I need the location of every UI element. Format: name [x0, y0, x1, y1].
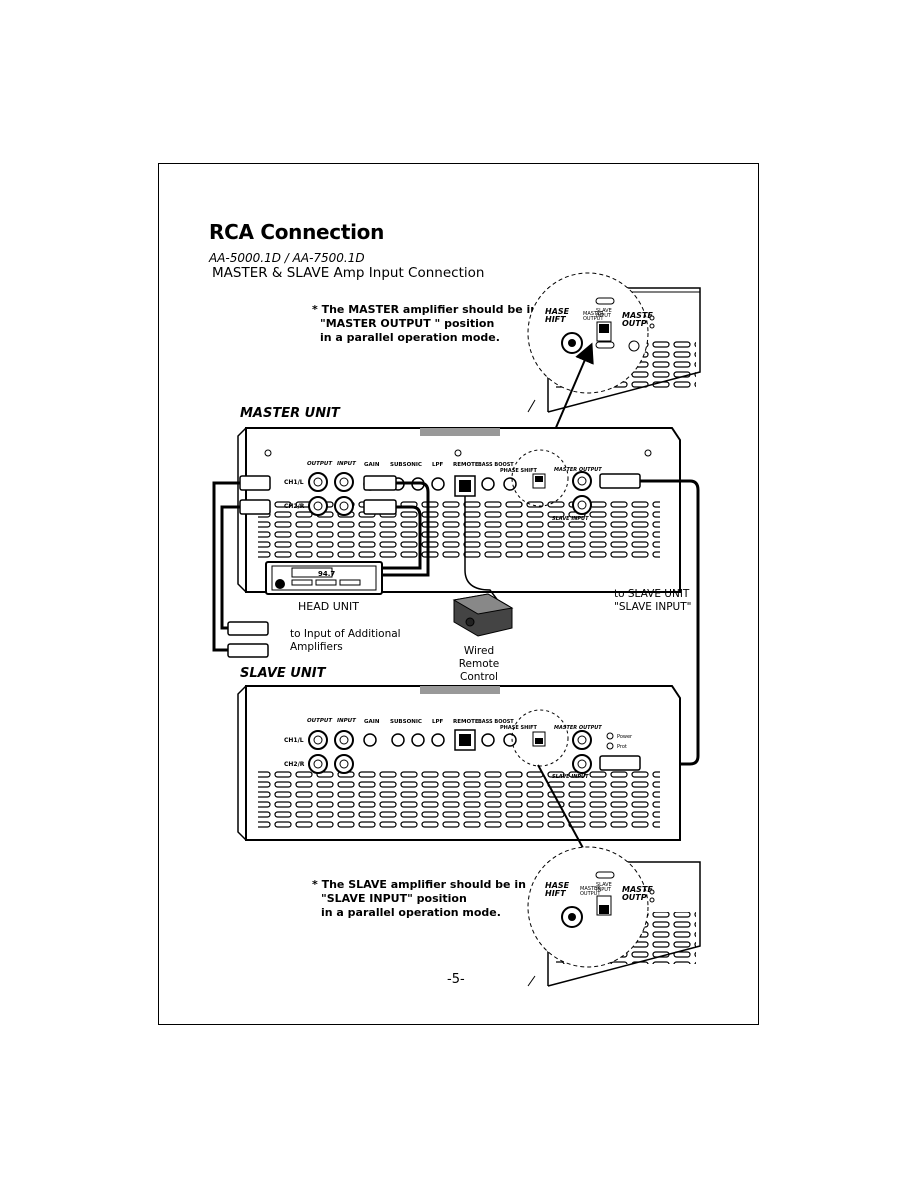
slave-remote-label: REMOTE: [453, 719, 479, 725]
master-bass-label: BASS BOOST: [478, 462, 514, 468]
master-note-line1: * The MASTER amplifier should be in: [312, 303, 539, 316]
slave-ch2-label: CH2/R: [284, 761, 305, 768]
master-zoom-detail: HASE HIFT SLAVE INPUT MASTER OUTPUT MAST…: [527, 272, 701, 413]
to-slave-label: to SLAVE UNIT "SLAVE INPUT": [614, 588, 691, 614]
svg-text:HIFT: HIFT: [545, 315, 566, 324]
wired-remote-line2: Remote: [458, 658, 500, 670]
svg-text:HIFT: HIFT: [545, 889, 566, 898]
additional-amp-plugs: [227, 621, 269, 658]
slave-input-label: INPUT: [337, 718, 357, 724]
to-slave-line2: "SLAVE INPUT": [614, 601, 692, 613]
svg-text:MASTE: MASTE: [622, 885, 653, 894]
master-cables: [212, 479, 700, 766]
svg-text:OUTPUT: OUTPUT: [580, 891, 601, 897]
wired-remote-line1: Wired: [463, 645, 495, 657]
slave-prot-label: Prot: [617, 744, 627, 750]
wired-remote-line3: Control: [460, 671, 498, 683]
to-slave-line1: to SLAVE UNIT: [614, 588, 690, 600]
master-amp: [237, 427, 681, 593]
model-numbers: AA-5000.1D / AA-7500.1D: [209, 251, 365, 265]
slave-unit-label: SLAVE UNIT: [240, 666, 326, 681]
svg-text:OUTP: OUTP: [622, 319, 647, 328]
svg-text:SLAVE: SLAVE: [596, 882, 612, 888]
slave-masteroutput-label: MASTER OUTPUT: [554, 725, 602, 731]
wired-remote-label: Wired Remote Control: [456, 645, 502, 684]
master-input-label: INPUT: [337, 461, 357, 467]
slave-bass-label: BASS BOOST: [478, 719, 514, 725]
page-frame: [158, 163, 759, 1025]
master-slaveinput-label: SLAVE INPUT: [552, 516, 589, 522]
slave-phase-label: PHASE SHIFT: [500, 725, 538, 731]
master-output-label: OUTPUT: [307, 461, 333, 467]
slave-zoom-detail: HASE HIFT SLAVE INPUT MASTER OUTPUT MAST…: [527, 846, 701, 987]
additional-amps-line2: Amplifiers: [290, 641, 343, 653]
radio-frequency: 94.7: [318, 570, 335, 578]
master-remote-label: REMOTE: [453, 462, 479, 468]
master-masteroutput-label: MASTER OUTPUT: [554, 467, 602, 473]
master-ch1-label: CH1/L: [284, 479, 304, 486]
additional-amps-line1: to Input of Additional: [290, 628, 401, 640]
slave-subsonic-label: SUBSONIC: [390, 719, 422, 725]
svg-text:SLAVE: SLAVE: [596, 308, 612, 314]
wired-remote: [452, 593, 514, 637]
master-subsonic-label: SUBSONIC: [390, 462, 422, 468]
svg-text:OUTP: OUTP: [622, 893, 647, 902]
master-unit-label: MASTER UNIT: [240, 406, 340, 421]
slave-amp: [237, 685, 681, 841]
master-ch2-label: CH2/R: [284, 503, 305, 510]
head-unit-label: HEAD UNIT: [298, 600, 359, 613]
additional-amps-label: to Input of Additional Amplifiers: [290, 628, 401, 654]
slave-gain-label: GAIN: [364, 719, 380, 725]
head-unit: [265, 561, 383, 595]
slave-power-label: Power: [617, 734, 633, 740]
svg-text:MASTER: MASTER: [580, 886, 601, 892]
master-lpf-label: LPF: [432, 462, 444, 468]
slave-note-line3: in a parallel operation mode.: [321, 906, 501, 919]
remote-cable: [464, 496, 506, 611]
master-gain-label: GAIN: [364, 462, 380, 468]
slave-lpf-label: LPF: [432, 719, 444, 725]
slave-output-label: OUTPUT: [307, 718, 333, 724]
master-note: * The MASTER amplifier should be in "MAS…: [312, 303, 538, 345]
slave-slaveinput-label: SLAVE INPUT: [552, 774, 589, 780]
page-number: -5-: [447, 972, 465, 987]
slave-note-line1: * The SLAVE amplifier should be in: [312, 878, 526, 891]
slave-note: * The SLAVE amplifier should be in "SLAV…: [312, 878, 526, 920]
svg-text:OUTPUT: OUTPUT: [583, 316, 604, 322]
svg-text:INPUT: INPUT: [596, 313, 612, 319]
master-note-line2: "MASTER OUTPUT " position: [320, 317, 495, 330]
zoom-phase-label: HASE: [545, 307, 570, 316]
svg-text:MASTER: MASTER: [583, 311, 604, 317]
page-title: RCA Connection: [209, 220, 385, 244]
svg-text:HASE: HASE: [545, 881, 570, 890]
master-phase-label: PHASE SHIFT: [500, 468, 538, 474]
svg-text:MASTE: MASTE: [622, 311, 653, 320]
slave-note-line2: "SLAVE INPUT" position: [321, 892, 467, 905]
master-note-line3: in a parallel operation mode.: [320, 331, 500, 344]
page-subtitle: MASTER & SLAVE Amp Input Connection: [212, 265, 485, 281]
svg-text:INPUT: INPUT: [596, 887, 612, 893]
slave-ch1-label: CH1/L: [284, 737, 304, 744]
